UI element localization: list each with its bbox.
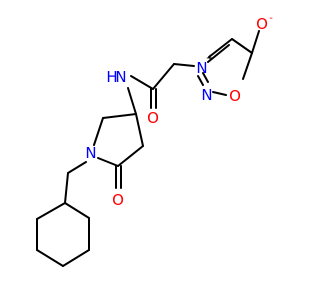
bond <box>251 30 260 54</box>
bond <box>208 38 233 58</box>
bond <box>102 113 137 119</box>
bond <box>231 38 253 54</box>
amide-nitrogen-label: N <box>115 68 126 86</box>
bond <box>64 202 90 219</box>
bond <box>36 249 64 267</box>
lactam-oxygen-label: O <box>112 191 124 209</box>
bond <box>62 249 90 267</box>
bond <box>64 172 69 204</box>
amide-oxygen-label: O <box>147 109 159 127</box>
positive-charge-label: + <box>206 53 214 64</box>
structure-drawing: N H O N + N O O - N O <box>36 13 273 267</box>
bond <box>197 75 204 86</box>
bond <box>93 117 104 146</box>
bond <box>117 145 144 167</box>
bond <box>127 87 137 115</box>
bond <box>152 63 175 90</box>
bond <box>36 202 66 220</box>
bond <box>242 52 253 80</box>
bond <box>67 161 87 174</box>
bond <box>202 72 209 83</box>
bond <box>97 157 119 167</box>
bond <box>212 91 227 96</box>
amide-hydrogen-label: H <box>106 68 117 86</box>
bond <box>207 44 230 63</box>
exocyclic-oxygen-label: O <box>256 15 268 33</box>
atom-labels: N H O N + N O O - N O <box>85 13 273 209</box>
bond <box>173 63 195 67</box>
ring-nitrogen-plus-label: N <box>196 59 207 77</box>
bonds <box>36 30 260 267</box>
lactam-nitrogen-label: N <box>85 144 96 162</box>
negative-charge-label: - <box>269 13 273 24</box>
ring-oxygen-label: O <box>229 87 241 105</box>
bond <box>135 113 144 147</box>
bond <box>130 75 154 90</box>
ring-nitrogen-label: N <box>201 86 212 104</box>
